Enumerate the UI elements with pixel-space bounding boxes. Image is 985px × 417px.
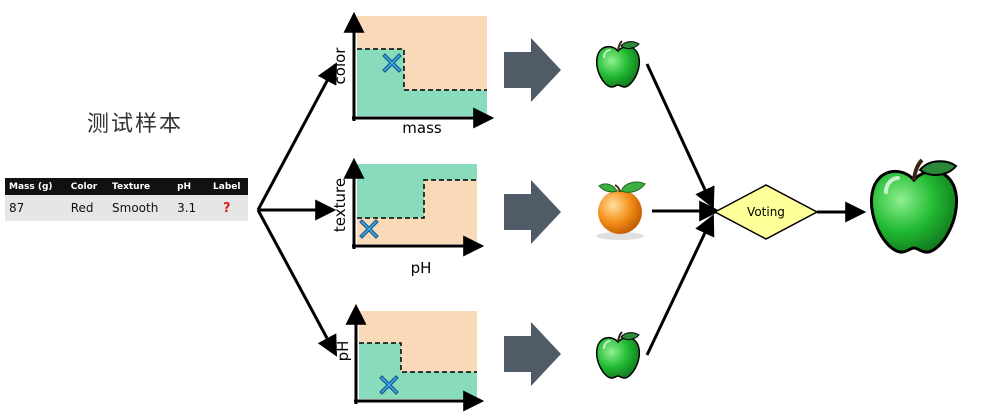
x-axis-label: pH <box>411 259 432 277</box>
link-to-tree-3 <box>256 209 337 357</box>
voting-node: Voting <box>713 184 819 240</box>
y-axis-label: color <box>331 47 349 85</box>
tree-plot-2: pH texture <box>331 157 485 277</box>
decision-boundary <box>357 48 487 91</box>
sample-marker-icon <box>382 53 402 73</box>
tree-plot-3: pH <box>334 303 485 412</box>
sample-marker-icon <box>379 375 399 395</box>
header-color: Color <box>66 178 109 195</box>
header-mass: Mass (g) <box>5 178 67 195</box>
block-arrow-2 <box>504 180 561 244</box>
link-pred-1-to-voting <box>645 63 715 209</box>
flow-links <box>256 62 867 357</box>
header-ph: pH <box>173 178 206 195</box>
y-axis-label: texture <box>331 178 349 232</box>
prediction-1-apple-icon <box>595 40 641 89</box>
cell-texture: Smooth <box>108 195 174 221</box>
block-arrow-1 <box>504 38 561 102</box>
test-sample-table: Mass (g) Color Texture pH Label 87 Red S… <box>5 178 248 221</box>
table-row: 87 Red Smooth 3.1 ? <box>5 195 248 221</box>
block-arrow-3 <box>504 322 561 386</box>
link-pred-3-to-voting <box>645 214 715 356</box>
cell-label-unknown: ? <box>205 195 248 221</box>
final-prediction-apple-icon <box>869 158 959 255</box>
link-to-tree-1 <box>256 62 337 211</box>
header-texture: Texture <box>108 178 174 195</box>
voting-label: Voting <box>747 205 785 219</box>
decision-boundary <box>357 179 477 219</box>
cell-ph: 3.1 <box>173 195 206 221</box>
region-top <box>357 164 477 218</box>
sample-marker-icon <box>359 219 379 239</box>
header-label: Label <box>205 178 248 195</box>
tree-plot-1: mass color <box>331 11 495 137</box>
cell-color: Red <box>66 195 109 221</box>
table-header-row: Mass (g) Color Texture pH Label <box>5 178 248 195</box>
x-axis-label: mass <box>402 119 442 137</box>
y-axis-label: pH <box>334 341 352 362</box>
prediction-3-apple-icon <box>595 331 641 380</box>
page-title: 测试样本 <box>86 112 183 137</box>
prediction-2-orange-icon <box>596 181 646 240</box>
cell-mass: 87 <box>5 195 67 221</box>
decision-boundary <box>359 342 477 373</box>
